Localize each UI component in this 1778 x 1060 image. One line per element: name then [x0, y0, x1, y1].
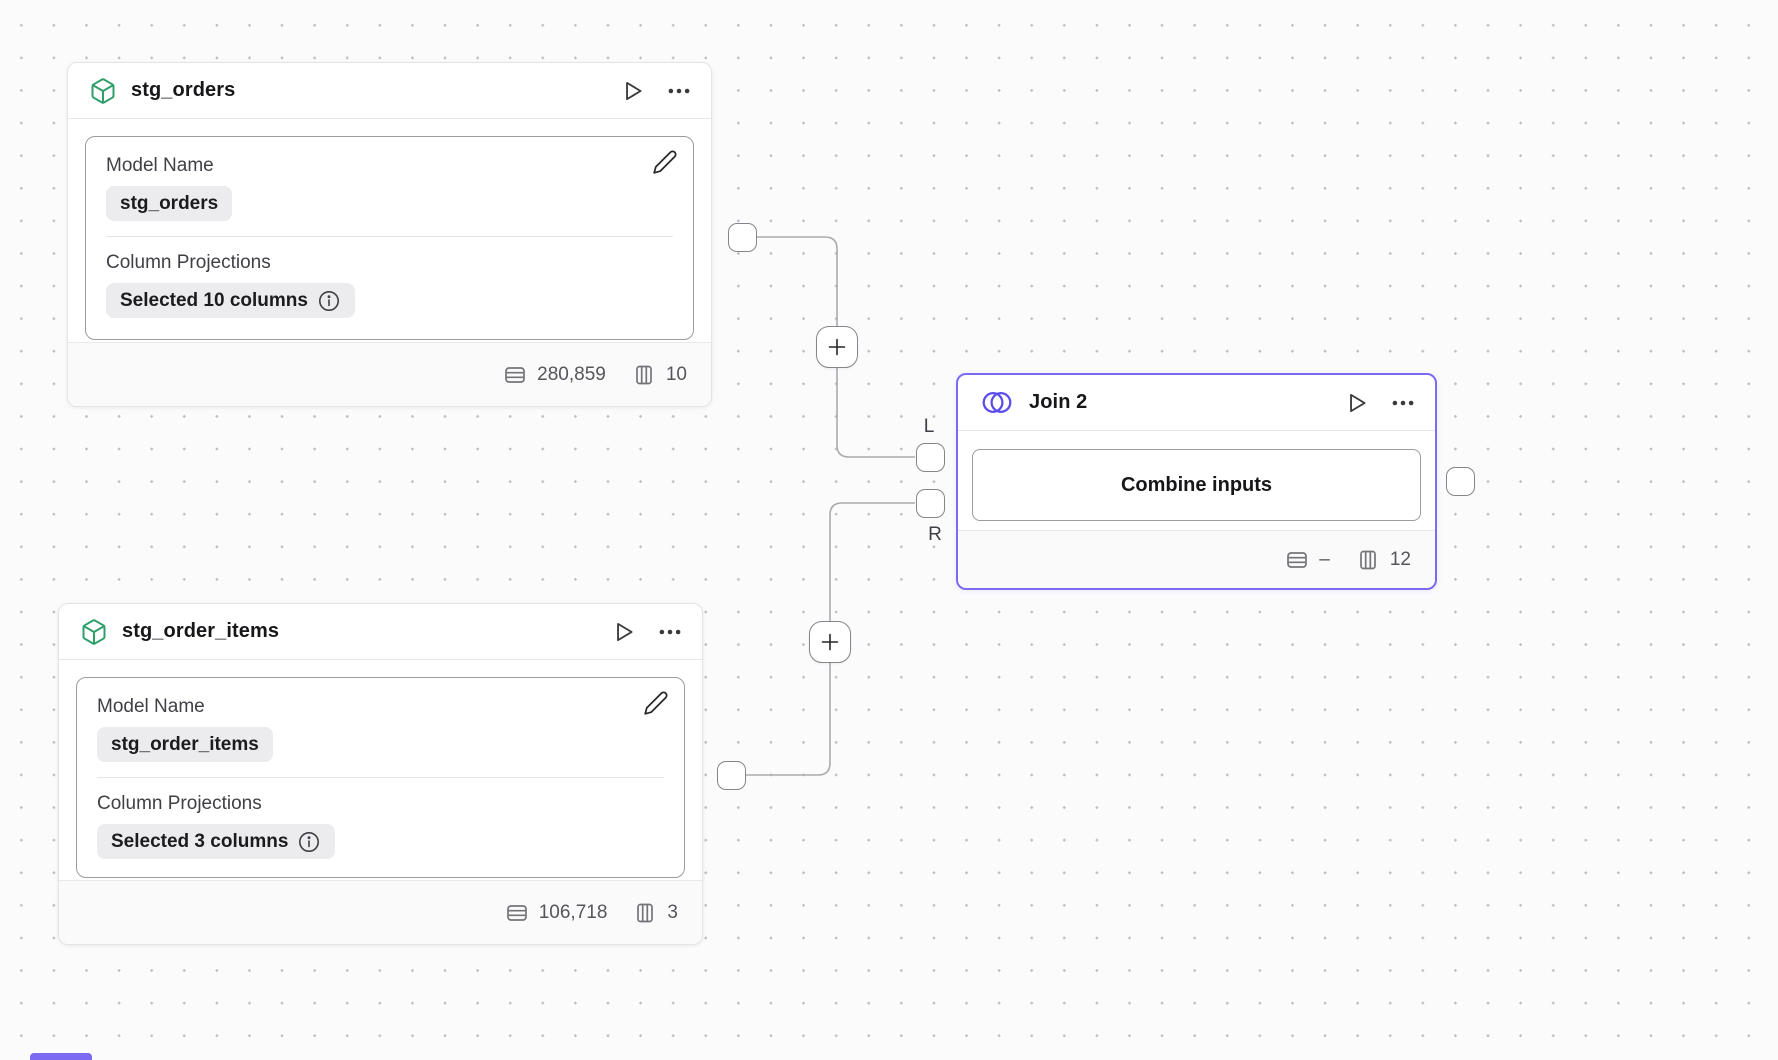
- join-output-port[interactable]: [1446, 467, 1475, 496]
- plus-icon: [819, 631, 841, 653]
- node-menu-button[interactable]: [666, 78, 692, 104]
- ellipsis-icon: [657, 619, 683, 645]
- column-count-value: 10: [665, 363, 687, 385]
- stg-orders-output-port[interactable]: [728, 223, 757, 252]
- row-count-stat: –: [1285, 548, 1330, 572]
- play-icon: [620, 78, 646, 104]
- table-rows-icon: [503, 363, 527, 387]
- node-stg-orders[interactable]: stg_orders: [67, 62, 712, 407]
- column-count-value: 3: [667, 901, 678, 923]
- model-name-label: Model Name: [97, 696, 205, 717]
- table-rows-icon: [505, 901, 529, 925]
- right-input-label: R: [928, 524, 942, 545]
- node-title: stg_order_items: [122, 620, 280, 642]
- node-menu-button[interactable]: [657, 619, 683, 645]
- play-icon: [1344, 390, 1370, 416]
- edit-model-button[interactable]: [643, 690, 669, 716]
- node-join-2-footer: – 12: [958, 530, 1435, 588]
- table-columns-icon: [1356, 548, 1380, 572]
- column-projections-pill[interactable]: Selected 3 columns: [97, 824, 336, 859]
- run-node-button[interactable]: [620, 78, 646, 104]
- node-menu-button[interactable]: [1390, 390, 1416, 416]
- node-stg-orders-footer: 280,859 10: [68, 342, 711, 406]
- ellipsis-icon: [666, 78, 692, 104]
- model-name-value: stg_order_items: [111, 733, 259, 755]
- plus-icon: [826, 336, 848, 358]
- info-icon[interactable]: [297, 830, 321, 854]
- row-count-stat: 280,859: [503, 363, 606, 387]
- add-node-on-edge-button-top[interactable]: [816, 326, 858, 368]
- row-count-value: 280,859: [537, 363, 606, 385]
- model-box-icon: [80, 618, 108, 646]
- stg-order-items-output-port[interactable]: [717, 761, 746, 790]
- left-input-label: L: [923, 416, 935, 437]
- table-rows-icon: [1285, 548, 1309, 572]
- model-config-card: Model Name stg_order_items Column Projec…: [76, 677, 685, 878]
- column-count-stat: 3: [633, 901, 678, 925]
- model-name-value: stg_orders: [120, 192, 219, 214]
- node-join-2-body: Combine inputs: [958, 431, 1435, 530]
- table-columns-icon: [632, 363, 656, 387]
- model-name-pill: stg_order_items: [97, 727, 273, 762]
- edit-model-button[interactable]: [652, 149, 678, 175]
- model-name-pill: stg_orders: [106, 186, 233, 221]
- node-stg-orders-body: Model Name stg_orders Column Projections…: [68, 119, 711, 342]
- column-projections-label: Column Projections: [97, 793, 262, 814]
- info-icon[interactable]: [317, 289, 341, 313]
- column-count-value: 12: [1389, 548, 1411, 570]
- join-right-input-port[interactable]: [916, 489, 945, 518]
- run-node-button[interactable]: [1344, 390, 1370, 416]
- model-config-card: Model Name stg_orders Column Projections…: [85, 136, 694, 340]
- node-join-2-header: Join 2: [958, 375, 1435, 431]
- combine-inputs-button[interactable]: Combine inputs: [972, 449, 1421, 521]
- node-stg-order-items[interactable]: stg_order_items: [58, 603, 703, 945]
- join-venn-icon: [979, 389, 1015, 416]
- join-left-input-port[interactable]: [916, 443, 945, 472]
- pencil-icon: [643, 690, 669, 716]
- ellipsis-icon: [1390, 390, 1416, 416]
- run-node-button[interactable]: [611, 619, 637, 645]
- column-count-stat: 10: [632, 363, 687, 387]
- table-columns-icon: [633, 901, 657, 925]
- row-count-stat: 106,718: [505, 901, 608, 925]
- play-icon: [611, 619, 637, 645]
- row-count-value: 106,718: [538, 901, 608, 923]
- offscreen-node-edge: [30, 1053, 92, 1060]
- node-title: Join 2: [1029, 391, 1088, 413]
- column-projections-pill[interactable]: Selected 10 columns: [106, 283, 355, 318]
- column-projections-value: Selected 3 columns: [111, 830, 289, 852]
- node-stg-order-items-footer: 106,718 3: [59, 880, 702, 944]
- column-projections-label: Column Projections: [106, 252, 271, 273]
- node-stg-orders-header: stg_orders: [68, 63, 711, 119]
- add-node-on-edge-button-bottom[interactable]: [809, 621, 851, 663]
- pencil-icon: [652, 149, 678, 175]
- node-stg-order-items-header: stg_order_items: [59, 604, 702, 660]
- model-box-icon: [89, 77, 117, 105]
- card-divider: [97, 777, 664, 778]
- row-count-value: –: [1319, 548, 1330, 570]
- model-name-label: Model Name: [106, 155, 214, 176]
- column-projections-value: Selected 10 columns: [120, 289, 308, 311]
- node-stg-order-items-body: Model Name stg_order_items Column Projec…: [59, 660, 702, 880]
- column-count-stat: 12: [1356, 548, 1411, 572]
- node-join-2[interactable]: Join 2: [956, 373, 1437, 590]
- node-title: stg_orders: [131, 79, 236, 101]
- card-divider: [106, 236, 673, 237]
